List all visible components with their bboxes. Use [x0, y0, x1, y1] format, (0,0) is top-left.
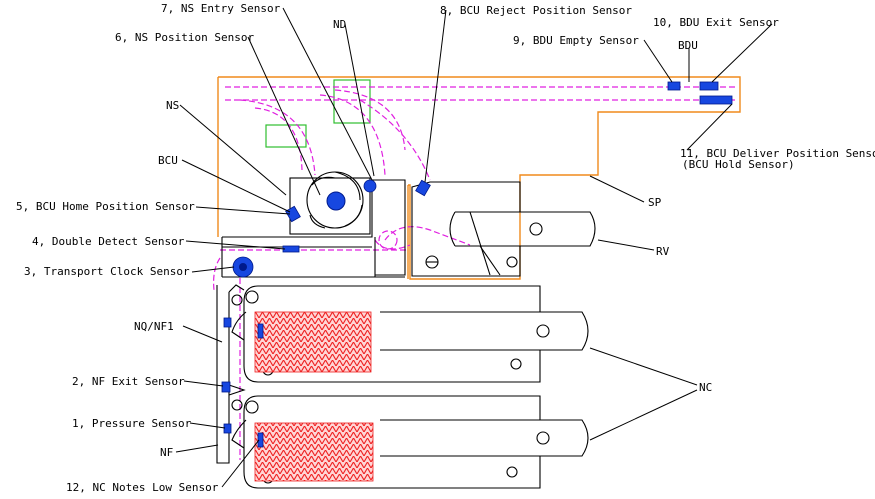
bdu-exit-sensor-icon	[699, 81, 719, 91]
bcu-deliver-sensor-icon	[699, 95, 733, 105]
label-bcu-deliver-sensor: 11, BCU Deliver Position Sensor	[680, 147, 875, 160]
label-nd: ND	[333, 18, 346, 31]
label-nf: NF	[160, 446, 173, 459]
note-cassette-upper	[231, 285, 589, 383]
label-ns-position-sensor: 6, NS Position Sensor	[115, 31, 254, 44]
label-bdu-empty-sensor: 9, BDU Empty Sensor	[513, 34, 639, 47]
label-ns-entry-sensor: 7, NS Entry Sensor	[161, 2, 281, 15]
label-sp: SP	[648, 196, 662, 209]
label-bcu: BCU	[158, 154, 178, 167]
ns-stacker-wheel	[289, 171, 371, 235]
feeder-column	[216, 284, 246, 464]
label-nc: NC	[699, 381, 712, 394]
note-cassette-lower	[231, 395, 589, 489]
ns-entry-sensor-icon	[363, 179, 377, 193]
leader-lines	[175, 7, 773, 488]
label-pressure-sensor: 1, Pressure Sensor	[72, 417, 192, 430]
label-ns: NS	[166, 99, 179, 112]
transport-path	[213, 86, 735, 460]
bdu-empty-sensor-icon	[667, 81, 681, 91]
sensors	[221, 81, 733, 448]
reject-vault	[411, 181, 596, 277]
labels: 7, NS Entry Sensor 8, BCU Reject Positio…	[16, 2, 875, 494]
label-nf-exit-sensor: 2, NF Exit Sensor	[72, 375, 185, 388]
label-bdu-exit-sensor: 10, BDU Exit Sensor	[653, 16, 779, 29]
bcu-reject-sensor-icon	[415, 179, 431, 197]
pressure-sensor-icon	[223, 423, 232, 434]
label-bcu-reject-sensor: 8, BCU Reject Position Sensor	[440, 4, 632, 17]
double-detect-sensor-icon	[282, 245, 300, 253]
nf-exit-sensor-icon	[221, 381, 231, 393]
label-transport-clock-sensor: 3, Transport Clock Sensor	[24, 265, 190, 278]
bcu-home-sensor-icon	[285, 205, 301, 223]
label-double-detect-sensor: 4, Double Detect Sensor	[32, 235, 185, 248]
label-rv: RV	[656, 245, 670, 258]
label-nq-nf1: NQ/NF1	[134, 320, 174, 333]
label-bcu-hold-sensor: (BCU Hold Sensor)	[682, 158, 795, 171]
nc-notes-low-sensor-icon	[257, 432, 264, 448]
nq-sensor-icon	[223, 317, 232, 328]
sp-frame	[217, 76, 741, 280]
nc-notes-low-sensor-upper-icon	[257, 323, 264, 339]
label-nc-notes-low-sensor: 12, NC Notes Low Sensor	[66, 481, 219, 494]
label-bcu-home-sensor: 5, BCU Home Position Sensor	[16, 200, 195, 213]
label-bdu: BDU	[678, 39, 698, 52]
module-boxes	[265, 79, 371, 148]
